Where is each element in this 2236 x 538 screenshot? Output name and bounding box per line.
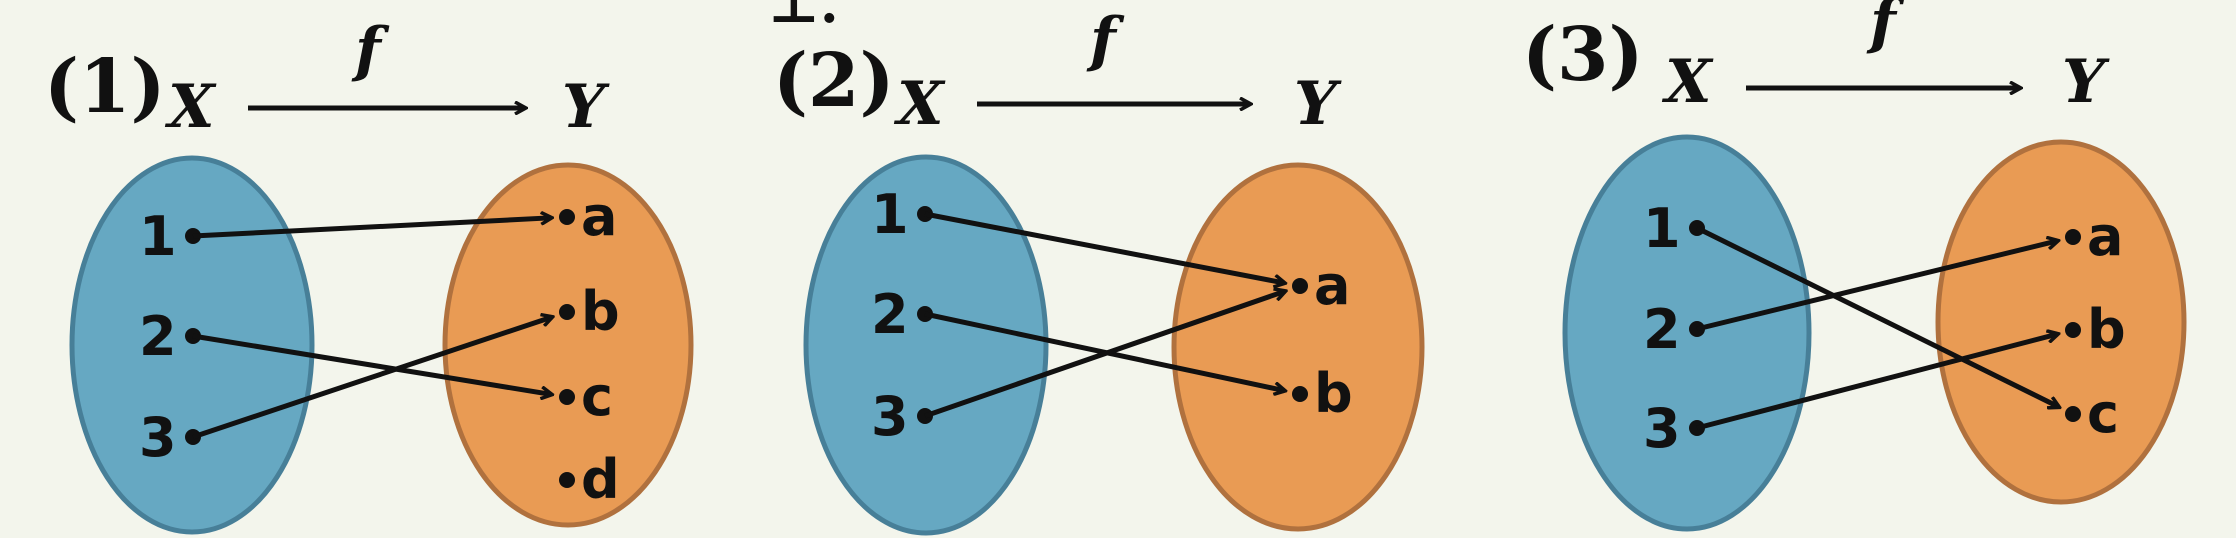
domain-set-ellipse bbox=[803, 154, 1049, 536]
codomain-element-label: d bbox=[581, 448, 620, 511]
codomain-label: Y bbox=[1294, 69, 1342, 139]
codomain-element-dot bbox=[559, 472, 575, 488]
domain-element-label: 1 bbox=[1643, 197, 1681, 260]
top-glyph: ⊥. bbox=[768, 0, 839, 35]
mapping-arrow-3-b bbox=[1696, 334, 2058, 431]
codomain-element-dot bbox=[559, 304, 575, 320]
diagram-label: (3) bbox=[1522, 12, 1644, 98]
domain-label: X bbox=[893, 69, 946, 139]
codomain-element-dot bbox=[559, 209, 575, 225]
codomain-element-dot bbox=[1292, 386, 1308, 402]
domain-set-ellipse bbox=[69, 155, 315, 535]
codomain-set-ellipse bbox=[1935, 139, 2187, 505]
domain-label: X bbox=[1661, 47, 1714, 117]
codomain-element-dot bbox=[559, 389, 575, 405]
domain-element-label: 1 bbox=[139, 205, 177, 268]
function-label: f bbox=[1866, 0, 1905, 57]
domain-set-ellipse bbox=[1562, 134, 1812, 532]
codomain-element-label: b bbox=[2087, 298, 2126, 361]
codomain-element-dot bbox=[2065, 322, 2081, 338]
mapping-arrow-1-a bbox=[924, 211, 1284, 283]
codomain-element-label: a bbox=[1314, 254, 1350, 317]
domain-element-label: 1 bbox=[871, 183, 909, 246]
codomain-element-label: c bbox=[581, 365, 613, 428]
diagram-label: (2) bbox=[773, 38, 895, 124]
codomain-set-ellipse bbox=[442, 162, 694, 528]
codomain-element-dot bbox=[2065, 406, 2081, 422]
domain-element-label: 3 bbox=[139, 406, 177, 469]
domain-element-label: 2 bbox=[1643, 298, 1681, 361]
codomain-element-dot bbox=[2065, 229, 2081, 245]
mapping-arrow-1-c bbox=[1695, 225, 2059, 407]
function-label: f bbox=[351, 15, 390, 85]
mapping-arrow-2-a bbox=[1696, 241, 2057, 332]
codomain-element-label: b bbox=[1314, 362, 1353, 425]
codomain-element-label: b bbox=[581, 280, 620, 343]
codomain-element-dot bbox=[1292, 278, 1308, 294]
mapping-arrow-1-a bbox=[192, 218, 551, 239]
diagram-label: (1) bbox=[44, 44, 166, 130]
codomain-set-ellipse bbox=[1171, 162, 1425, 532]
domain-element-label: 3 bbox=[1643, 397, 1681, 460]
codomain-label: Y bbox=[562, 72, 610, 142]
mapping-arrow-3-a bbox=[924, 291, 1285, 419]
domain-element-label: 3 bbox=[871, 385, 909, 448]
codomain-element-label: c bbox=[2087, 382, 2119, 445]
codomain-element-label: a bbox=[2087, 205, 2123, 268]
mapping-arrow-3-b bbox=[192, 317, 552, 440]
domain-label: X bbox=[164, 72, 217, 142]
diagram-3: (3)X Yf 1 2 3 abc bbox=[1522, 0, 2187, 532]
domain-element-label: 2 bbox=[871, 283, 909, 346]
diagram-2: (2)X Yf 1 2 3 ab bbox=[773, 5, 1425, 536]
mapping-arrow-2-c bbox=[192, 333, 551, 394]
codomain-element-label: a bbox=[581, 185, 617, 248]
domain-element-label: 2 bbox=[139, 305, 177, 368]
function-label: f bbox=[1086, 5, 1125, 75]
codomain-label: Y bbox=[2062, 47, 2110, 117]
